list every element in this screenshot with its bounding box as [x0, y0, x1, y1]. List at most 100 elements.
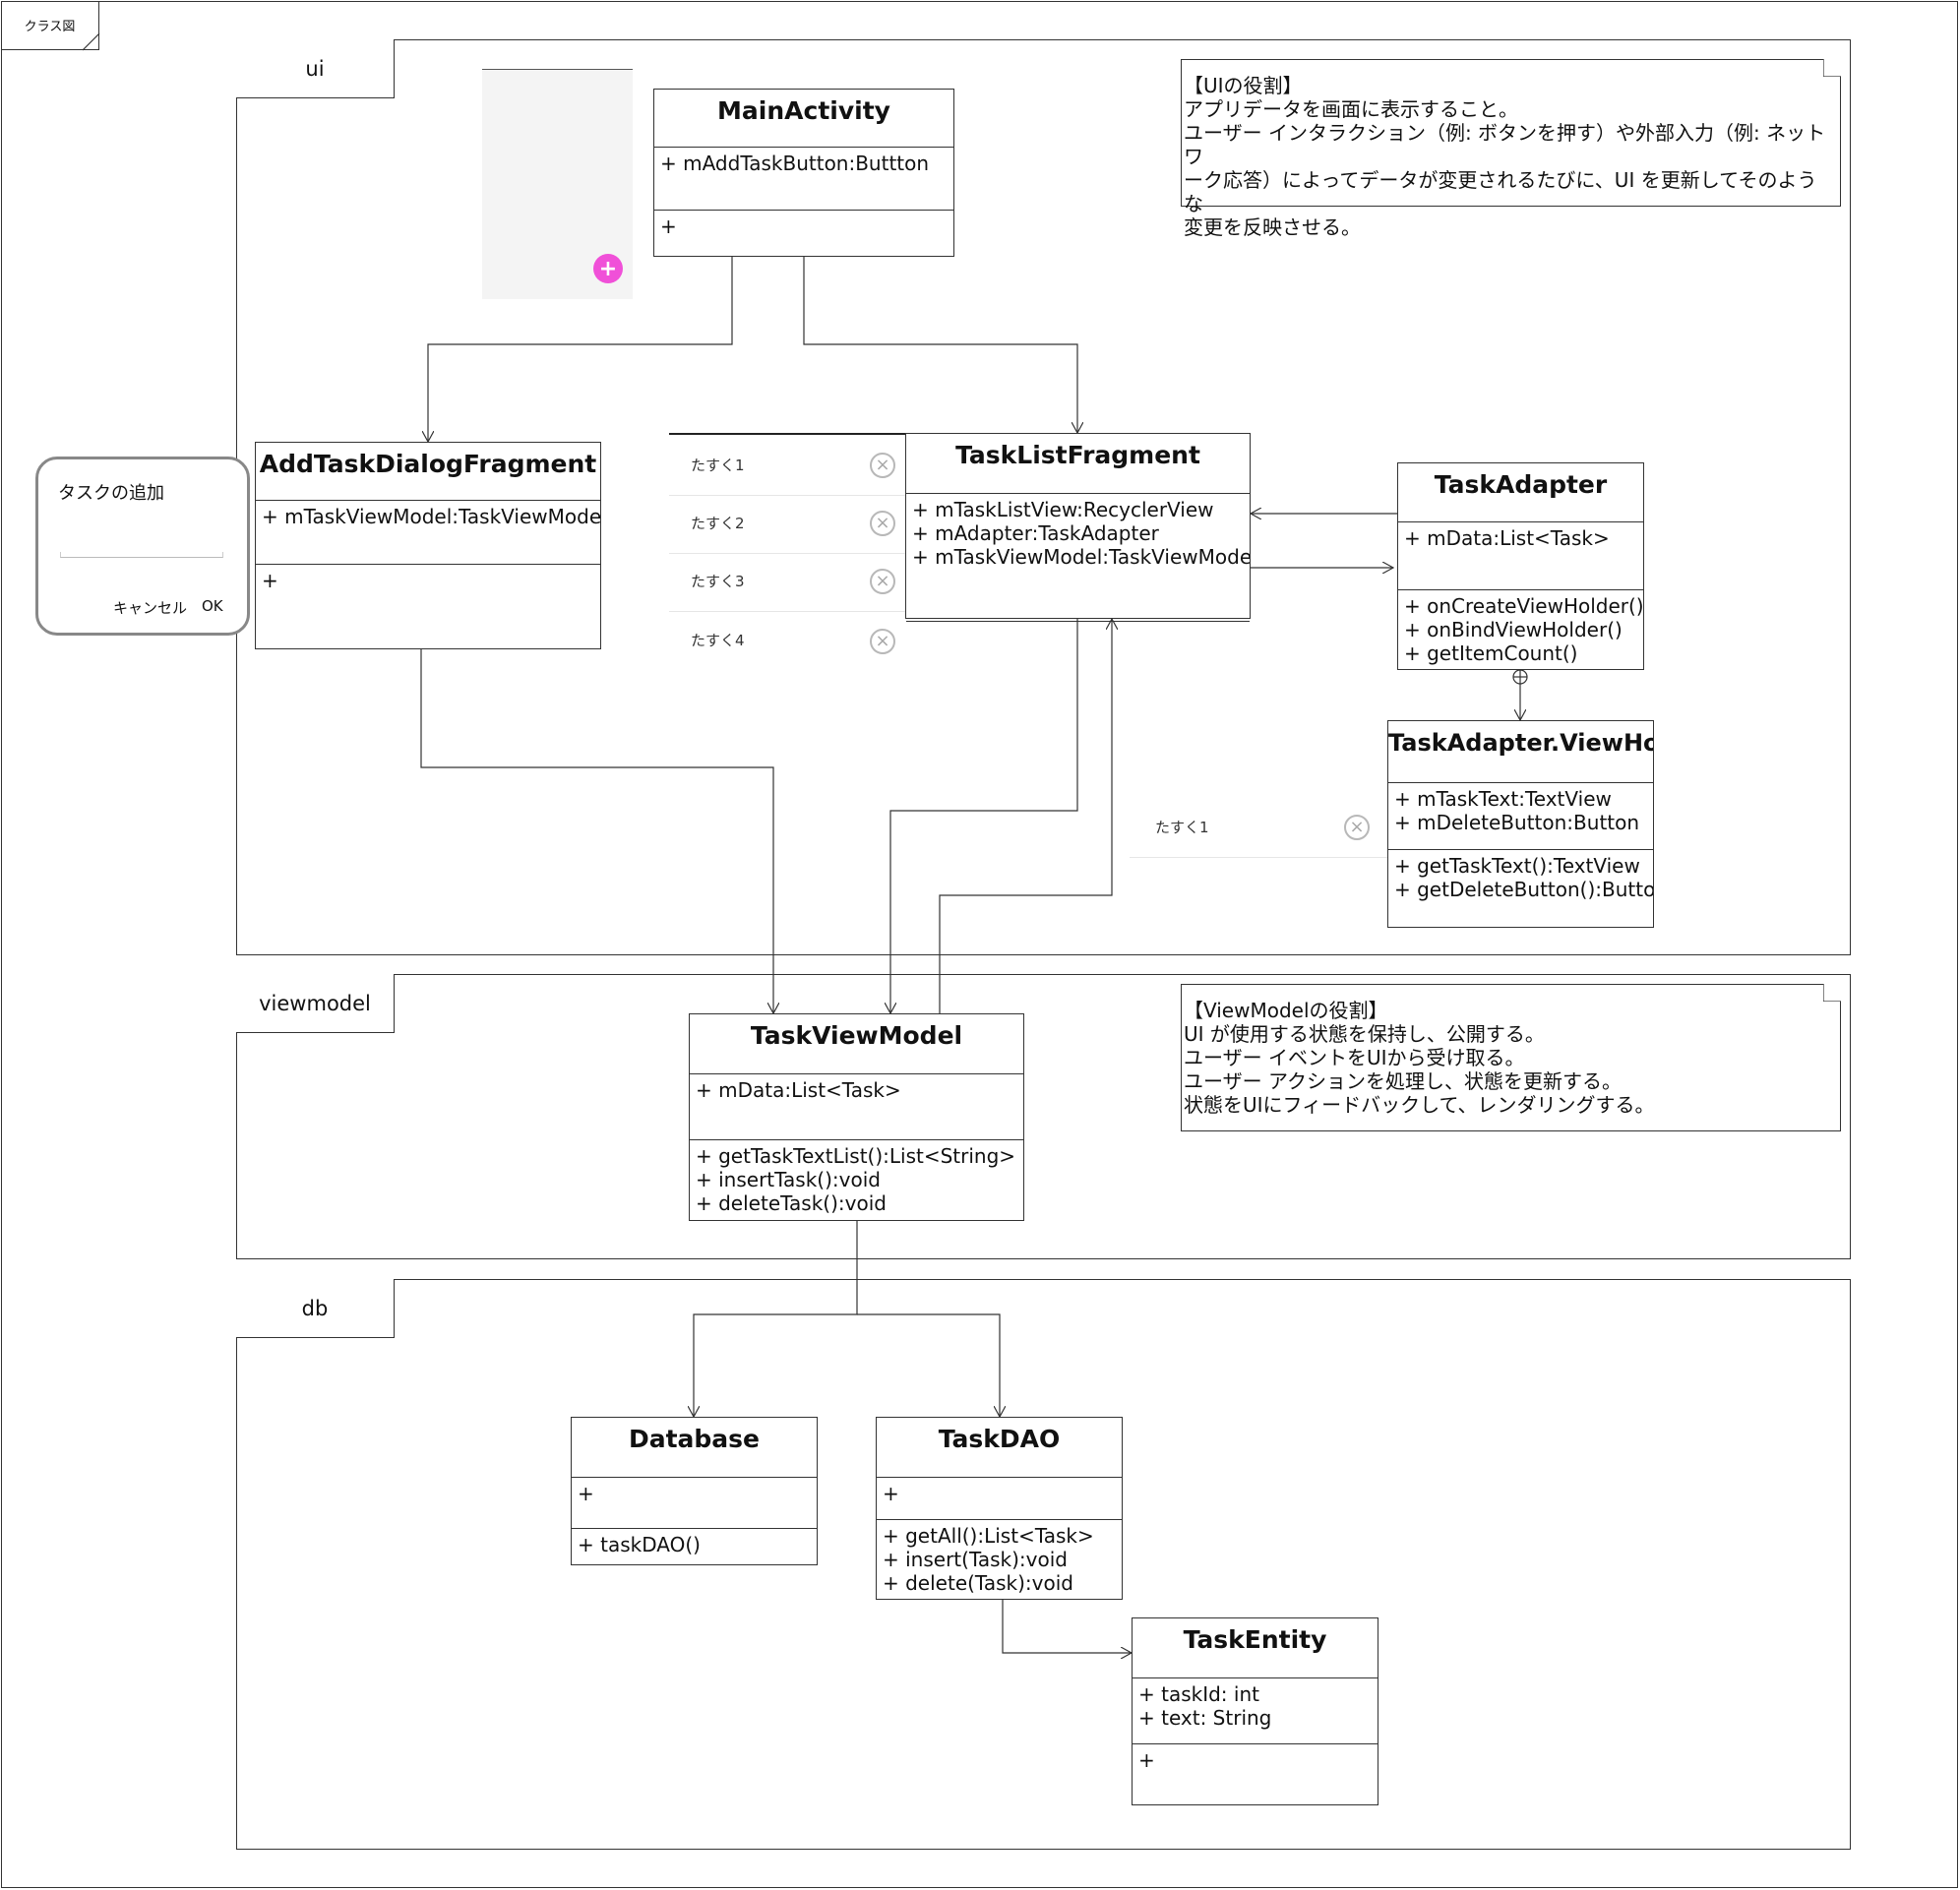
add-task-dialog-mockup: タスクの追加 キャンセル OK [35, 457, 250, 636]
class-diagram-frame-label: クラス図 [1, 1, 99, 50]
attributes: + mTaskViewModel:TaskViewModel [256, 500, 600, 564]
task-list-item-text: たすく3 [691, 573, 745, 590]
viewmodel-role-note: 【ViewModelの役割】 UI が使用する状態を保持し、公開する。 ユーザー… [1181, 984, 1841, 1131]
class-name: TaskAdapter.ViewHolder [1388, 729, 1653, 757]
class-database[interactable]: Database + + taskDAO() [571, 1417, 818, 1565]
operation: + [1138, 1748, 1155, 1772]
note-line: 【UIの役割】 [1184, 74, 1303, 97]
add-task-fab[interactable]: + [593, 254, 623, 283]
delete-icon[interactable]: × [870, 453, 895, 478]
operation: + deleteTask():void [696, 1191, 887, 1215]
class-task-list-fragment[interactable]: TaskListFragment + mTaskListView:Recycle… [905, 433, 1251, 622]
note-fold-icon [1823, 59, 1841, 77]
class-name: TaskDAO [938, 1425, 1061, 1453]
operation: + [262, 569, 278, 592]
attribute: + mAddTaskButton:Buttton [660, 152, 930, 175]
class-task-entity[interactable]: TaskEntity + taskId: int + text: String … [1132, 1617, 1378, 1805]
operation: + insertTask():void [696, 1168, 881, 1191]
class-name: TaskAdapter [1434, 470, 1608, 499]
task-list-item-text: たすく4 [691, 632, 745, 649]
note-line: アプリデータを画面に表示すること。 [1184, 97, 1518, 121]
attribute: + text: String [1138, 1706, 1272, 1730]
class-add-task-dialog-fragment[interactable]: AddTaskDialogFragment + mTaskViewModel:T… [255, 442, 601, 649]
note-line: ユーザー イベントをUIから受け取る。 [1184, 1046, 1525, 1069]
attributes: + mTaskText:TextView + mDeleteButton:But… [1388, 782, 1653, 849]
delete-icon[interactable]: × [870, 629, 895, 654]
attributes: + mTaskListView:RecyclerView + mAdapter:… [906, 493, 1250, 621]
operations: + [654, 210, 953, 274]
operations: + getTaskText():TextView + getDeleteButt… [1388, 849, 1653, 945]
task-list-item-text: たすく1 [1155, 819, 1209, 836]
package-ui-label: ui [236, 39, 395, 98]
operation: + insert(Task):void [883, 1548, 1068, 1571]
note-line: 変更を反映させる。 [1184, 215, 1361, 239]
note-fold-icon [1823, 984, 1841, 1002]
task-list-item-text: たすく1 [691, 457, 745, 474]
operation: + delete(Task):void [883, 1571, 1073, 1595]
attributes: + mAddTaskButton:Buttton [654, 147, 953, 210]
class-name: Database [628, 1425, 761, 1453]
class-task-adapter-view-holder[interactable]: TaskAdapter.ViewHolder + mTaskText:TextV… [1387, 720, 1654, 928]
attributes: + taskId: int + text: String [1133, 1677, 1378, 1743]
note-line: 【ViewModelの役割】 [1184, 999, 1388, 1022]
operations: + [256, 564, 600, 666]
class-task-view-model[interactable]: TaskViewModel + mData:List<Task> + getTa… [689, 1013, 1024, 1221]
delete-icon[interactable]: × [870, 569, 895, 594]
dialog-cancel-button[interactable]: キャンセル [113, 599, 188, 617]
operations: + onCreateViewHolder() + onBindViewHolde… [1398, 589, 1643, 687]
attributes: + [572, 1477, 817, 1528]
operation: + onCreateViewHolder() [1404, 594, 1643, 618]
note-line: ーク応答）によってデータが変更されるたびに、UI を更新してそのような [1184, 168, 1817, 215]
operation: + getDeleteButton():Button [1394, 878, 1653, 901]
class-task-dao[interactable]: TaskDAO + + getAll():List<Task> + insert… [876, 1417, 1123, 1600]
plus-icon: + [598, 256, 618, 281]
note-line: ユーザー アクションを処理し、状態を更新する。 [1184, 1069, 1622, 1093]
class-task-adapter[interactable]: TaskAdapter + mData:List<Task> + onCreat… [1397, 462, 1644, 670]
operations: + [1133, 1743, 1378, 1822]
attribute: + mData:List<Task> [696, 1078, 901, 1102]
operation: + onBindViewHolder() [1404, 618, 1623, 641]
class-name: TaskEntity [1183, 1625, 1327, 1654]
attribute: + mData:List<Task> [1404, 526, 1610, 550]
attributes: + [877, 1477, 1122, 1519]
attribute: + [883, 1482, 899, 1505]
class-name: AddTaskDialogFragment [259, 450, 597, 478]
task-list-mockup: たすく1 × たすく2 × たすく3 × たすく4 × [669, 433, 905, 654]
operation: + getTaskTextList():List<String> [696, 1144, 1016, 1168]
attribute: + mTaskText:TextView [1394, 787, 1612, 811]
row-divider [669, 553, 905, 554]
attribute: + mTaskListView:RecyclerView [912, 498, 1214, 521]
view-holder-item-mockup: たすく1 × [1130, 807, 1387, 858]
package-db-label: db [236, 1279, 395, 1338]
attribute: + [578, 1482, 594, 1505]
attributes: + mData:List<Task> [1398, 521, 1643, 589]
operation: + [660, 214, 677, 238]
dialog-title: タスクの追加 [58, 483, 164, 504]
note-line: 状態をUIにフィードバックして、レンダリングする。 [1184, 1093, 1655, 1117]
operation: + getItemCount() [1404, 641, 1578, 665]
class-name: TaskListFragment [955, 441, 1200, 469]
operation: + getAll():List<Task> [883, 1524, 1094, 1548]
class-name: MainActivity [717, 96, 890, 125]
operation: + getTaskText():TextView [1394, 854, 1640, 878]
note-line: UI が使用する状態を保持し、公開する。 [1184, 1022, 1545, 1046]
operations: + taskDAO() [572, 1528, 817, 1582]
attribute: + mDeleteButton:Button [1394, 811, 1640, 834]
dialog-text-input[interactable] [60, 552, 223, 558]
delete-icon[interactable]: × [1344, 815, 1370, 840]
operation: + taskDAO() [578, 1533, 701, 1556]
attribute: + taskId: int [1138, 1682, 1259, 1706]
class-main-activity[interactable]: MainActivity + mAddTaskButton:Buttton + [653, 89, 954, 257]
note-line: ユーザー インタラクション（例: ボタンを押す）や外部入力（例: ネットワ [1184, 121, 1826, 168]
operations [906, 621, 1250, 628]
operations: + getAll():List<Task> + insert(Task):voi… [877, 1519, 1122, 1616]
attribute: + mAdapter:TaskAdapter [912, 521, 1159, 545]
delete-icon[interactable]: × [870, 511, 895, 536]
attribute: + mTaskViewModel:TaskViewModel [912, 545, 1250, 569]
attribute: + mTaskViewModel:TaskViewModel [262, 505, 600, 528]
dialog-ok-button[interactable]: OK [202, 597, 223, 615]
task-list-item-text: たすく2 [691, 515, 745, 532]
operations: + getTaskTextList():List<String> + inser… [690, 1139, 1023, 1239]
ui-role-note: 【UIの役割】 アプリデータを画面に表示すること。 ユーザー インタラクション（… [1181, 59, 1841, 239]
